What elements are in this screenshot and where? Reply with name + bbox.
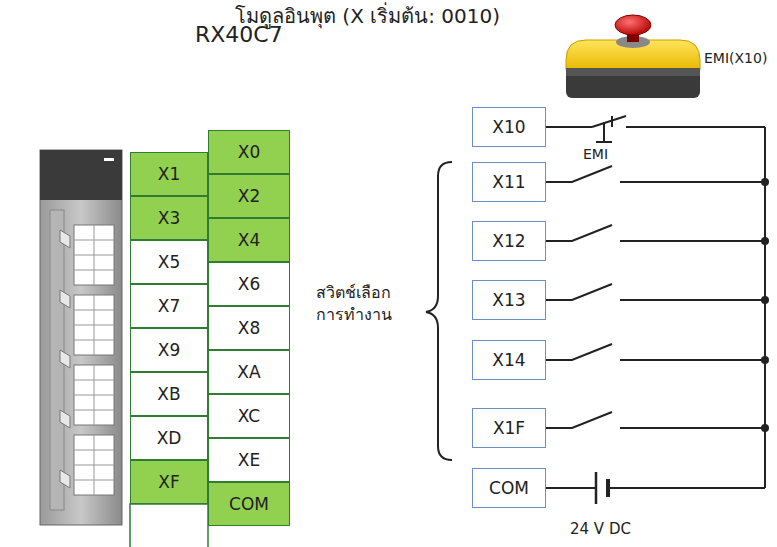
input-box: X10 [472,107,546,147]
terminal-label: X10 [492,117,525,137]
terminal-label: X6 [238,274,260,294]
supply-label: 24 V DC [570,520,631,538]
terminal-label: X8 [238,318,260,338]
terminal-cell: XD [130,416,208,460]
terminal-cell: X5 [130,240,208,284]
terminal-label: XB [157,384,180,404]
input-box: X12 [472,221,546,261]
terminal-label: X1 [158,164,180,184]
terminal-cell: X0 [208,130,290,174]
terminal-label: X7 [158,296,180,316]
terminal-cell: X8 [208,306,290,350]
terminal-label: COM [229,494,269,514]
wiring [546,116,765,504]
input-box: X11 [472,162,546,202]
terminal-cell: X9 [130,328,208,372]
terminal-label: X9 [158,340,180,360]
input-box: COM [472,468,546,508]
input-box: X13 [472,280,546,320]
switch-label: EMI [583,146,608,162]
terminal-cell: X4 [208,218,290,262]
plc-module [40,150,122,525]
terminal-label: COM [489,478,529,498]
terminal-label: XE [238,450,260,470]
terminal-cell: X7 [130,284,208,328]
terminal-label: XD [157,428,182,448]
terminal-label: X12 [492,231,525,251]
terminal-cell: XE [208,438,290,482]
terminal-cell: X1 [130,152,208,196]
terminal-label: X2 [238,186,260,206]
input-box: X1F [472,408,546,448]
terminal-label: X11 [492,172,525,192]
terminal-cell: COM [208,482,290,526]
terminal-label: X13 [492,290,525,310]
terminal-cell: X2 [208,174,290,218]
terminal-label: XC [238,406,260,426]
terminal-cell: XB [130,372,208,416]
terminal-label: X4 [238,230,260,250]
terminal-label: X3 [158,208,180,228]
button-label: EMI(X10) [704,50,767,66]
terminal-cell: XF [130,460,208,504]
junction-dots [761,178,769,432]
input-box: X14 [472,340,546,380]
terminal-cell: XA [208,350,290,394]
terminal-cell: XC [208,394,290,438]
terminal-label: X1F [493,418,525,438]
terminal-cell: X6 [208,262,290,306]
terminal-label: X5 [158,252,180,272]
terminal-label: XF [158,472,179,492]
terminal-cell: X3 [130,196,208,240]
terminal-label: XA [237,362,260,382]
terminal-label: X0 [238,142,260,162]
terminal-label: X14 [492,350,525,370]
group-label: สวิตช์เลือก การทำงาน [316,282,420,325]
emergency-button-icon [566,15,700,98]
group-brace [426,162,452,460]
model-name: RX40C7 [195,22,283,47]
blank-terminal [130,504,208,547]
